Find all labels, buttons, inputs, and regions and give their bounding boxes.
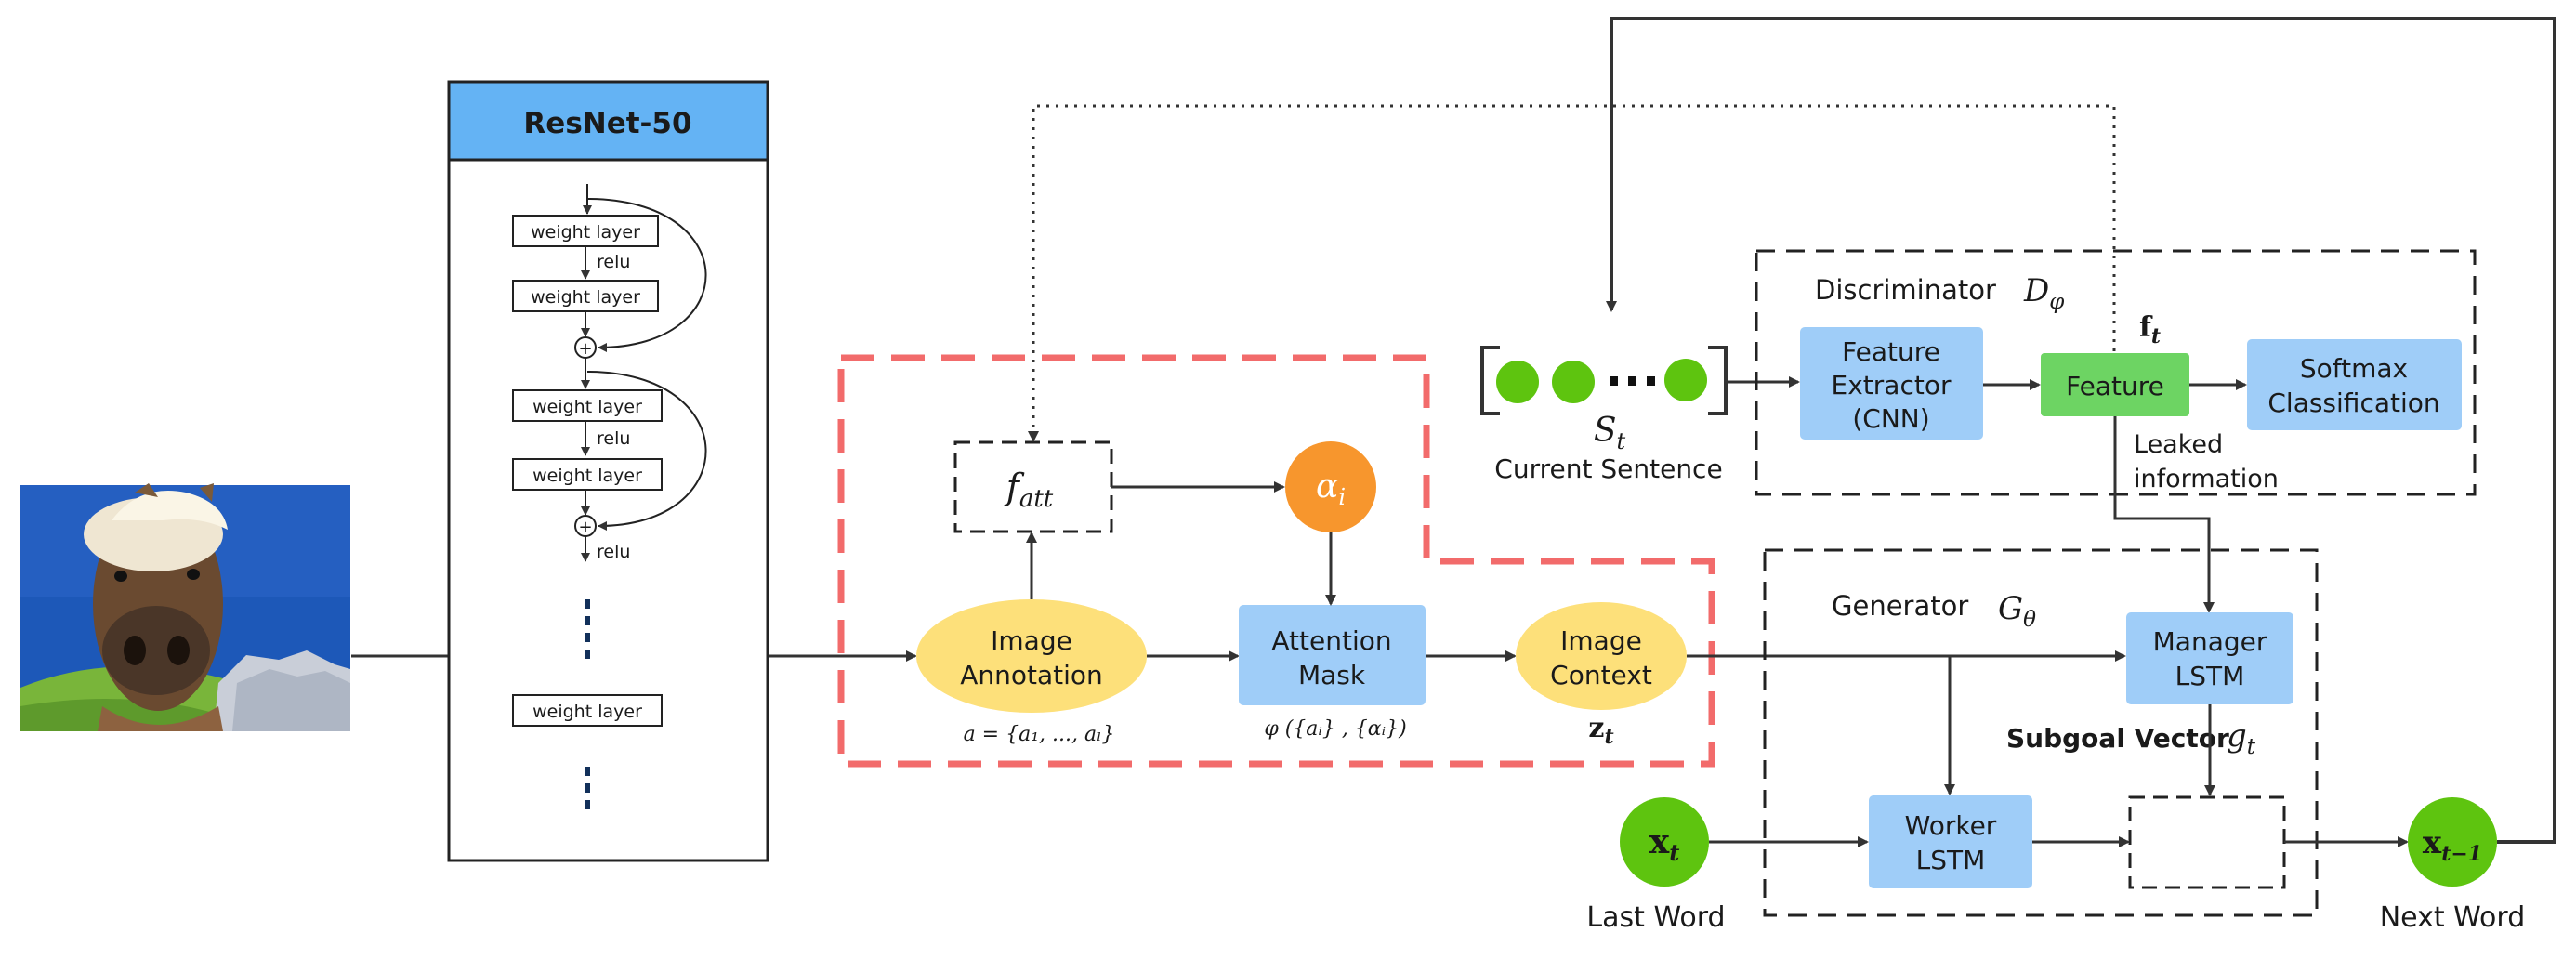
feature-symbol: ft [2139,311,2161,348]
discriminator-symbol: Dφ [2023,272,2065,314]
generator-region [1763,548,2319,917]
leaked-label-line1: Leaked [2134,430,2223,459]
leaked-feature-to-fatt-path [1028,104,2116,442]
feature-box: Feature [2041,353,2189,416]
softmax-line2: Classification [2267,388,2439,418]
skip-connection [586,371,707,531]
last-word-node: xt [1620,797,1709,887]
manager-label-line2: LSTM [2175,661,2245,691]
weight-layer-label: weight layer [531,287,640,308]
image-context-label-line1: Image [1560,625,1642,656]
feature-label: Feature [2066,371,2164,401]
worker-label-line2: LSTM [1916,845,1986,875]
discriminator-label: Discriminator [1815,274,1996,306]
input-image [20,483,350,731]
feature-extractor-line2: Extractor [1832,370,1952,401]
worker-label-line1: Worker [1905,810,1997,841]
manager-label-line1: Manager [2153,626,2267,657]
weight-layer-label: weight layer [532,397,642,417]
svg-text:xt: xt [1649,822,1680,866]
arrow-nextword-to-sentence [1606,17,2556,844]
mask-formula: φ ({aᵢ} , {αᵢ}) [1264,717,1406,741]
image-annotation-node: Image Annotation [916,599,1147,713]
relu-label: relu [597,252,630,272]
attention-mask-label-line2: Mask [1298,660,1366,690]
relu-label: relu [597,542,630,562]
attention-region [837,354,1715,768]
current-sentence [1480,346,1728,415]
sentence-symbol: St [1594,412,1626,454]
feature-extractor-box: Feature Extractor (CNN) [1800,327,1983,440]
generator-symbol: Gθ [1998,590,2036,632]
skip-connection [586,198,707,352]
arrow-feature-to-manager [2113,416,2215,613]
feature-extractor-line3: (CNN) [1852,403,1929,434]
weight-layer-label: weight layer [531,222,640,243]
annotation-formula: a = {a₁, ..., aₗ} [964,723,1115,746]
image-annotation-label-line1: Image [991,625,1072,656]
context-symbol: zt [1588,712,1613,749]
attention-mask-box: Attention Mask [1239,605,1426,705]
addition-symbol: + [578,518,592,537]
ellipsis-dots [585,767,590,809]
leaked-label-line2: information [2134,465,2279,493]
addition-symbol: + [578,339,592,359]
svg-text:xt−1: xt−1 [2423,824,2482,866]
f-att-box: fatt [953,440,1113,533]
current-sentence-label: Current Sentence [1494,453,1722,484]
resnet-block: ResNet-50 weight layer relu weight layer… [447,80,769,862]
svg-text:αi: αi [1316,467,1346,510]
subgoal-label: Subgoal Vector [2006,723,2229,754]
softmax-line1: Softmax [2300,353,2408,384]
image-context-label-line2: Context [1550,660,1652,690]
subgoal-symbol: gt [2227,717,2256,759]
combiner-box [2128,795,2286,889]
weight-layer-label: weight layer [532,702,642,722]
attention-mask-label-line1: Attention [1271,625,1391,656]
worker-lstm-box: Worker LSTM [1869,795,2032,888]
feature-extractor-line1: Feature [1842,336,1940,367]
last-word-label: Last Word [1586,901,1725,934]
next-word-node: xt−1 [2408,797,2497,887]
generator-label: Generator [1832,590,1968,622]
next-word-label: Next Word [2380,901,2526,934]
weight-layer [512,389,663,422]
weight-layer-label: weight layer [532,466,642,486]
alpha-node: αi [1285,441,1376,532]
weight-layer [512,458,663,491]
relu-label: relu [597,428,630,449]
softmax-box: Softmax Classification [2247,339,2462,430]
manager-lstm-box: Manager LSTM [2126,612,2293,704]
image-context-node: Image Context [1516,602,1687,710]
weight-layer [512,694,663,727]
image-annotation-label-line2: Annotation [960,660,1103,690]
ellipsis-dots [585,599,590,659]
resnet-title: ResNet-50 [523,107,691,140]
